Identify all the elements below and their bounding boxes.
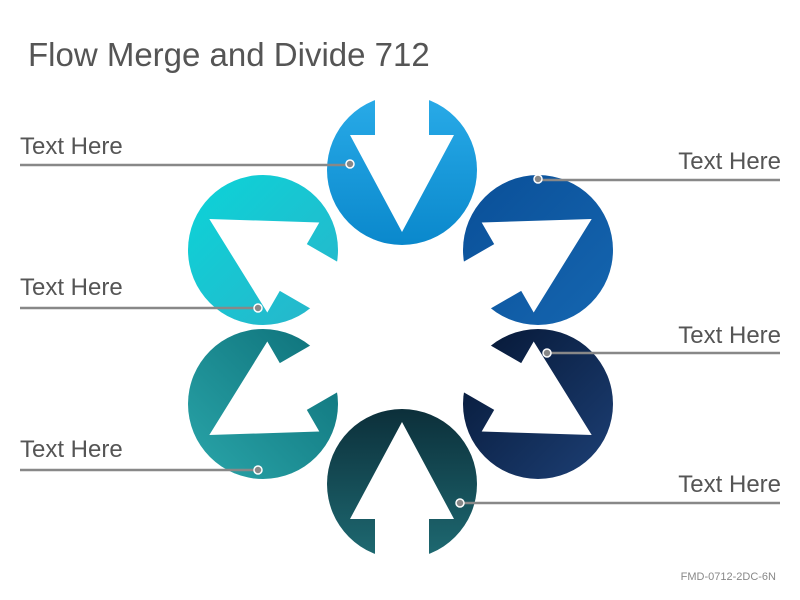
- leader-dots: [253, 159, 552, 508]
- flow-circle-top: [327, 88, 477, 245]
- flow-circle-upper-left: [188, 175, 348, 325]
- leader-dot: [253, 303, 263, 313]
- label-bottom-left: Text Here: [20, 436, 123, 463]
- flow-circle-lower-right: [453, 329, 613, 479]
- arrow-down-right-icon: [453, 339, 592, 435]
- leader-dot: [455, 498, 465, 508]
- label-top-left: Text Here: [20, 133, 123, 160]
- arrow-up-icon: [350, 422, 454, 566]
- label-bottom-right: Text Here: [678, 471, 781, 498]
- flow-circle-bottom: [327, 409, 477, 566]
- leader-dot: [253, 465, 263, 475]
- label-middle-left: Text Here: [20, 274, 123, 301]
- flow-circle-upper-right: [453, 175, 613, 325]
- arrow-down-icon: [350, 88, 454, 232]
- leader-dot: [542, 348, 552, 358]
- leader-lines: [20, 163, 780, 505]
- arrow-up-right-icon: [209, 219, 348, 315]
- arrow-down-left-icon: [209, 339, 348, 435]
- label-middle-right: Text Here: [678, 322, 781, 349]
- label-top-right: Text Here: [678, 148, 781, 175]
- leader-dot: [345, 159, 355, 169]
- arrow-up-left-icon: [453, 219, 592, 315]
- flow-circle-lower-left: [188, 329, 348, 479]
- leader-dot: [533, 174, 543, 184]
- slide-code: FMD-0712-2DC-6N: [680, 571, 776, 583]
- slide-title: Flow Merge and Divide 712: [28, 36, 430, 73]
